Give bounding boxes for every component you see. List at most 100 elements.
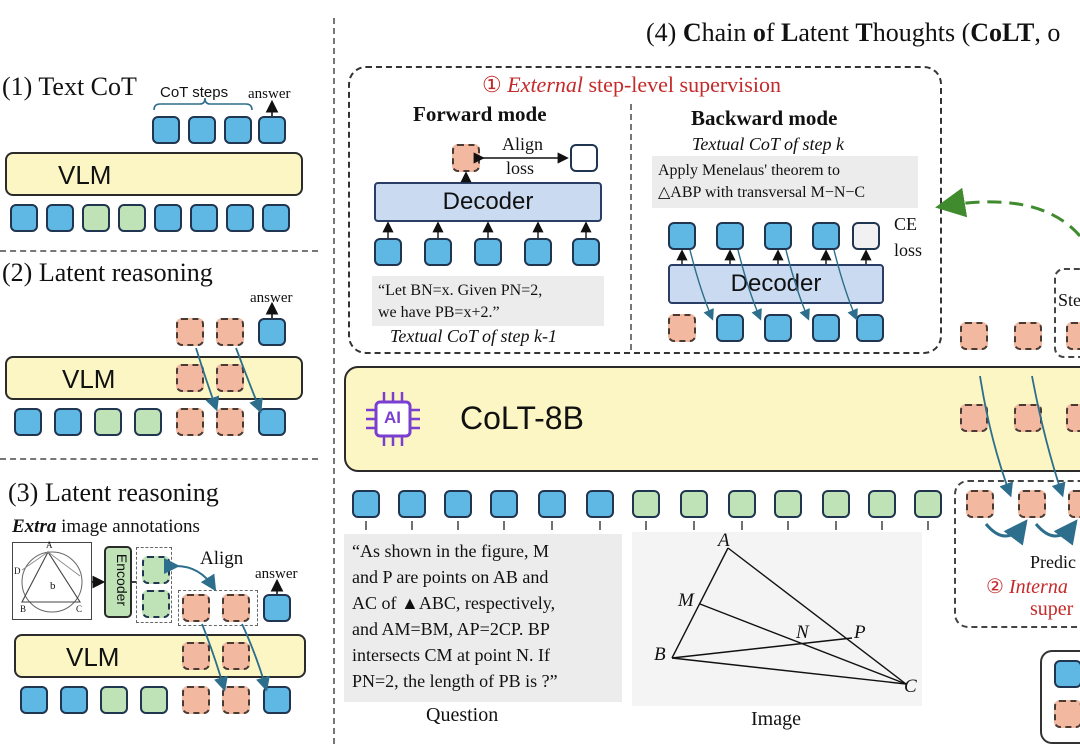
forward-text-line: “Let BN=x. Given PN=2, (378, 282, 543, 299)
extra-annotations-label: Extra image annotations (12, 516, 200, 538)
target-token (852, 222, 880, 250)
backward-text-line: △ABP with transversal M−N−C (658, 184, 866, 201)
encoder-block (104, 546, 132, 618)
backward-text-box: Apply Menelaus' theorem to △ABP with tra… (652, 156, 918, 208)
text-token (812, 314, 840, 342)
geo-label-M: M (678, 590, 694, 611)
backward-caption: Textual CoT of step k (692, 134, 845, 154)
input-token (60, 686, 88, 714)
image-token (134, 408, 162, 436)
panel-divider-2 (0, 458, 318, 460)
input-token (54, 408, 82, 436)
title-part: atent (798, 18, 856, 47)
latent-token (960, 322, 988, 350)
thumb-label: B (20, 604, 27, 614)
image-token (632, 490, 660, 518)
geo-label-C: C (904, 676, 917, 697)
question-line: “As shown in the figure, M (352, 541, 549, 561)
forward-caption: Textual CoT of step k-1 (390, 326, 558, 346)
image-token (774, 490, 802, 518)
question-label: Question (426, 704, 499, 726)
cot-token (224, 116, 252, 144)
input-token (14, 408, 42, 436)
ce-loss-line2: loss (894, 240, 923, 260)
title-part: T (855, 18, 873, 47)
panel4-title: (4) Chain of Latent Thoughts (CoLT, o (646, 18, 1060, 48)
cot-token (188, 116, 216, 144)
text-token (812, 222, 840, 250)
question-token (586, 490, 614, 518)
title-part: C (682, 18, 702, 47)
input-token (226, 204, 254, 232)
extra-bold: Extra (12, 516, 57, 537)
forward-text-line: we have PB=x+2.” (378, 304, 500, 321)
latent-token (222, 594, 250, 622)
backward-text-line: Apply Menelaus' theorem to (658, 162, 840, 179)
question-line: PN=2, the length of PB is ?” (352, 671, 558, 691)
super-label-partial: super (1030, 598, 1074, 620)
panel2-title: (2) Latent reasoning (2, 258, 213, 287)
latent-token (1014, 404, 1042, 432)
title-part: L (781, 18, 799, 47)
colt-model-block (344, 366, 1080, 472)
image-token (140, 686, 168, 714)
latent-token (668, 314, 696, 342)
input-token (46, 204, 74, 232)
geo-label-P: P (854, 622, 866, 643)
text-token (374, 238, 402, 266)
text-token (764, 314, 792, 342)
vlm-block-3 (14, 634, 306, 678)
latent-token (216, 364, 244, 392)
latent-token (216, 408, 244, 436)
internal-supervision-box-partial (954, 480, 1080, 628)
question-line: and P are points on AB and (352, 567, 549, 587)
image-label: Image (751, 708, 801, 730)
internal-supervision-label-partial: ② Interna (986, 574, 1068, 599)
external-supervision-title: ① External step-level supervision (482, 72, 781, 98)
input-token (154, 204, 182, 232)
input-token (190, 204, 218, 232)
title-part: f (765, 18, 782, 47)
question-text-box: “As shown in the figure, M and P are poi… (344, 534, 622, 702)
question-line: AC of ▲ABC, respectively, (352, 593, 556, 613)
title-part: o (752, 18, 766, 47)
answer-label-1: answer (248, 86, 291, 102)
image-token (822, 490, 850, 518)
extra-rest: image annotations (56, 516, 200, 537)
latent-loop-arrow (241, 623, 270, 692)
thumb-label: C (76, 604, 83, 614)
latent-loop-arrow (235, 347, 263, 414)
image-token (868, 490, 896, 518)
vlm-label-1: VLM (58, 160, 112, 190)
title-part: hain (701, 18, 753, 47)
legend-token-latent (1054, 700, 1080, 728)
external-word: External (507, 72, 583, 97)
latent-loop-arrow (195, 347, 220, 412)
mode-divider (630, 104, 632, 350)
image-token (728, 490, 756, 518)
latent-token (176, 408, 204, 436)
latent-token (182, 642, 210, 670)
question-token (398, 490, 426, 518)
latent-group (178, 590, 258, 626)
answer-label-3: answer (255, 566, 298, 582)
latent-token (1068, 490, 1080, 518)
cot-steps-label: CoT steps (160, 84, 229, 101)
answer-token (263, 594, 291, 622)
thumb-label: D (14, 566, 21, 576)
legend-box-partial (1040, 650, 1080, 744)
vlm-label-2: VLM (62, 364, 116, 394)
panel-divider-vertical (333, 18, 335, 744)
vlm-label-3: VLM (66, 642, 120, 672)
text-token (474, 238, 502, 266)
decoder-forward: Decoder (374, 182, 602, 222)
internal-word: Interna (1008, 576, 1068, 598)
image-token (914, 490, 942, 518)
question-token (352, 490, 380, 518)
cot-brace (153, 97, 253, 111)
vlm-block-1 (5, 152, 303, 196)
annotation-token (142, 590, 170, 618)
steps-box-partial (1054, 268, 1080, 358)
text-token (524, 238, 552, 266)
